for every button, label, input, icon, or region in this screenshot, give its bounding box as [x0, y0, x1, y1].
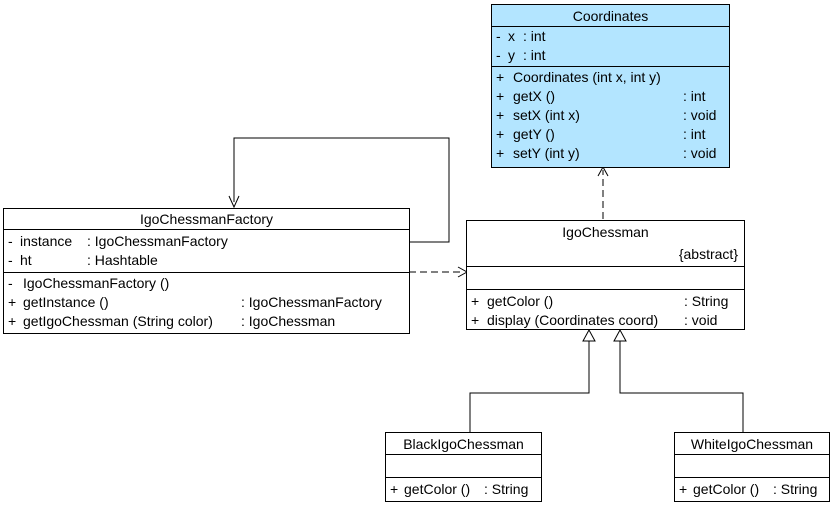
- operations-section: - IgoChessmanFactory () + getInstance ()…: [4, 272, 409, 333]
- class-igo-chessman[interactable]: IgoChessman {abstract} + getColor () : S…: [466, 220, 745, 330]
- class-igo-chessman-factory[interactable]: IgoChessmanFactory - instance : IgoChess…: [3, 208, 410, 334]
- attributes-section: [467, 266, 744, 289]
- operations-section: + getColor () : String: [675, 477, 829, 502]
- operation-vis: +: [390, 481, 399, 497]
- factory-self-association: [233, 137, 450, 243]
- operation-name: IgoChessmanFactory (): [23, 275, 170, 291]
- operation-vis: +: [471, 293, 480, 309]
- attributes-section: - instance : IgoChessmanFactory - ht : H…: [4, 229, 409, 272]
- operation-type: : String: [773, 481, 818, 497]
- operation-name: getY (): [513, 126, 555, 142]
- operation-type: : int: [683, 126, 706, 142]
- class-stereotype: {abstract}: [678, 246, 738, 262]
- operation-name: setY (int y): [513, 145, 580, 161]
- class-name: WhiteIgoChessman: [690, 436, 814, 452]
- attribute-type: : Hashtable: [87, 252, 158, 268]
- operations-section: + getColor () : String: [386, 477, 541, 502]
- operation-vis: +: [8, 294, 17, 310]
- operation-name: getColor (): [693, 481, 760, 497]
- operation-name: display (Coordinates coord): [487, 312, 659, 328]
- operation-vis: -: [8, 275, 13, 291]
- factory-self-association-arrowhead: [228, 195, 240, 209]
- operation-vis: +: [471, 312, 480, 328]
- attribute-vis: -: [496, 47, 501, 63]
- attribute-name: ht: [20, 252, 32, 268]
- class-name-section: IgoChessman {abstract}: [467, 223, 744, 266]
- class-name: IgoChessman: [562, 224, 649, 240]
- attribute-type: : IgoChessmanFactory: [87, 233, 228, 249]
- attributes-section: - x : int - y : int: [492, 26, 729, 66]
- attribute-name: instance: [20, 233, 73, 249]
- attribute-type: : int: [523, 28, 546, 44]
- operation-vis: +: [8, 313, 17, 329]
- class-coordinates[interactable]: Coordinates - x : int - y : int + Coordi…: [491, 4, 730, 168]
- attribute-name: x: [508, 28, 515, 44]
- attribute-vis: -: [8, 252, 13, 268]
- black-generalization-line: [469, 341, 590, 432]
- operation-vis: +: [496, 69, 505, 85]
- operation-name: getColor (): [487, 293, 554, 309]
- operation-type: : IgoChessmanFactory: [241, 294, 382, 310]
- operations-section: + Coordinates (int x, int y) + getX () :…: [492, 66, 729, 165]
- operation-name: setX (int x): [513, 107, 580, 123]
- operation-name: getIgoChessman (String color): [23, 313, 213, 329]
- operation-name: getInstance (): [23, 294, 109, 310]
- class-name: BlackIgoChessman: [403, 436, 524, 452]
- class-black-igo-chessman[interactable]: BlackIgoChessman + getColor () : String: [385, 432, 542, 502]
- operations-section: + getColor () : String + display (Coordi…: [467, 289, 744, 333]
- operation-name: Coordinates (int x, int y): [513, 69, 661, 85]
- operation-vis: +: [496, 145, 505, 161]
- attributes-section: [675, 454, 829, 477]
- attributes-section: [386, 454, 541, 477]
- white-generalization-arrowhead: [613, 328, 627, 342]
- attribute-type: : int: [523, 47, 546, 63]
- operation-vis: +: [496, 126, 505, 142]
- black-generalization-arrowhead: [582, 328, 596, 342]
- attribute-vis: -: [8, 233, 13, 249]
- white-generalization-line: [619, 341, 744, 432]
- class-white-igo-chessman[interactable]: WhiteIgoChessman + getColor () : String: [674, 432, 830, 502]
- attribute-vis: -: [496, 28, 501, 44]
- operation-vis: +: [679, 481, 688, 497]
- operation-type: : void: [683, 107, 717, 123]
- attribute-name: y: [508, 47, 515, 63]
- operation-type: : void: [684, 312, 718, 328]
- operation-type: : int: [683, 88, 706, 104]
- operation-type: : void: [683, 145, 717, 161]
- operation-type: : String: [684, 293, 729, 309]
- operation-vis: +: [496, 107, 505, 123]
- operation-type: : String: [484, 481, 529, 497]
- operation-vis: +: [496, 88, 505, 104]
- operation-type: : IgoChessman: [241, 313, 336, 329]
- operation-name: getX (): [513, 88, 556, 104]
- operation-name: getColor (): [404, 481, 471, 497]
- class-name: Coordinates: [572, 8, 649, 24]
- class-name: IgoChessmanFactory: [139, 211, 274, 227]
